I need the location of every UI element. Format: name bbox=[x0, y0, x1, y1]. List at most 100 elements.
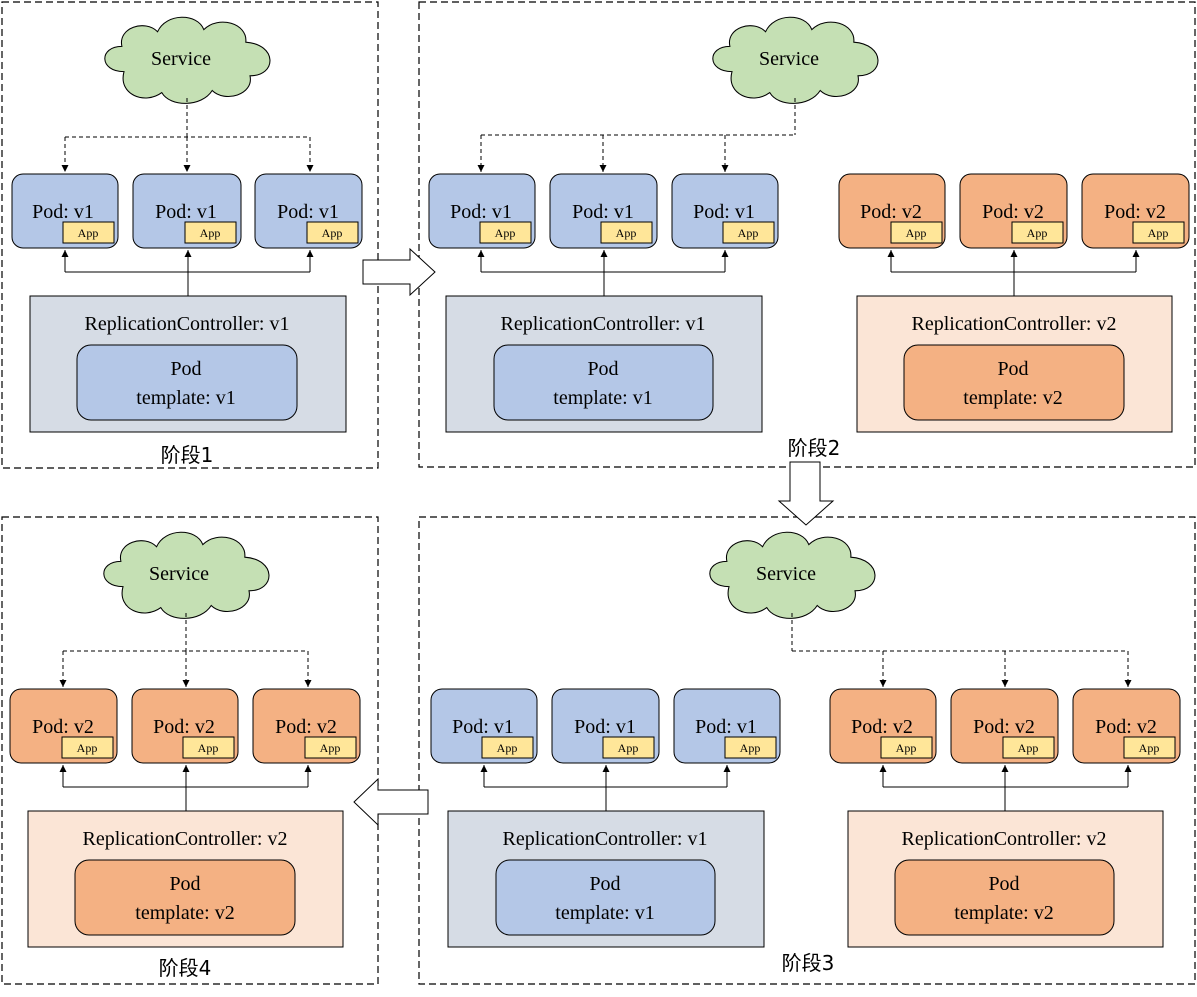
pod-box: Pod: v1 App bbox=[132, 173, 242, 249]
pod-label: Pod: v2 bbox=[860, 201, 922, 223]
stage-3: Service Pod: v1 App Pod: v1 App Pod: v1 … bbox=[430, 531, 1181, 975]
pod-template bbox=[903, 344, 1125, 421]
app-label: App bbox=[738, 226, 759, 240]
app-label: App bbox=[1139, 741, 1160, 755]
stage-label: 阶段2 bbox=[788, 436, 841, 460]
app-label: App bbox=[200, 226, 221, 240]
pod-template-title: Pod bbox=[170, 358, 201, 380]
app-badge bbox=[182, 736, 235, 759]
app-badge bbox=[1123, 736, 1176, 759]
pod-label: Pod: v1 bbox=[452, 716, 514, 738]
service-label: Service bbox=[756, 563, 816, 585]
pod-label: Pod: v2 bbox=[1095, 716, 1157, 738]
pod-box: Pod: v2 App bbox=[1081, 173, 1190, 249]
app-badge bbox=[306, 221, 359, 244]
rc-label: ReplicationController: v2 bbox=[83, 828, 288, 850]
pod-label: Pod: v2 bbox=[973, 716, 1035, 738]
pod-box: Pod: v1 App bbox=[430, 688, 538, 764]
pod-label: Pod: v1 bbox=[574, 716, 636, 738]
app-badge bbox=[304, 736, 357, 759]
pod-box: Pod: v2 App bbox=[1072, 688, 1181, 764]
app-badge bbox=[1011, 221, 1064, 244]
app-label: App bbox=[740, 741, 761, 755]
pod-label: Pod: v2 bbox=[153, 716, 215, 738]
app-label: App bbox=[1148, 226, 1169, 240]
service-cloud: Service bbox=[709, 531, 876, 619]
pod-box: Pod: v1 App bbox=[671, 173, 779, 249]
rc-label: ReplicationController: v2 bbox=[912, 313, 1117, 335]
replication-controller: ReplicationController: v2 Pod template: … bbox=[847, 810, 1164, 948]
pod-template-version: template: v2 bbox=[963, 387, 1062, 409]
pod-box: Pod: v2 App bbox=[950, 688, 1059, 764]
app-badge bbox=[62, 221, 115, 244]
pod-template-title: Pod bbox=[997, 358, 1028, 380]
app-label: App bbox=[198, 741, 219, 755]
app-label: App bbox=[78, 226, 99, 240]
pod-template bbox=[74, 859, 296, 936]
rc-label: ReplicationController: v1 bbox=[85, 313, 290, 335]
stage-label: 阶段4 bbox=[159, 956, 212, 980]
pod-template bbox=[894, 859, 1115, 936]
app-label: App bbox=[497, 741, 518, 755]
app-badge bbox=[890, 221, 943, 244]
pod-template-version: template: v1 bbox=[555, 902, 654, 924]
app-badge bbox=[61, 736, 114, 759]
service-cloud: Service bbox=[712, 16, 879, 104]
pod-template bbox=[495, 859, 716, 936]
replication-controller: ReplicationController: v1 Pod template: … bbox=[447, 810, 765, 948]
pod-box: Pod: v2 App bbox=[252, 688, 361, 764]
app-badge bbox=[724, 736, 777, 759]
app-label: App bbox=[616, 226, 637, 240]
pod-box: Pod: v2 App bbox=[131, 688, 239, 764]
pod-template-version: template: v2 bbox=[954, 902, 1053, 924]
pod-label: Pod: v1 bbox=[450, 201, 512, 223]
stage-4-frame bbox=[1, 516, 379, 985]
pod-label: Pod: v1 bbox=[695, 716, 757, 738]
app-label: App bbox=[1027, 226, 1048, 240]
pod-label: Pod: v1 bbox=[32, 201, 94, 223]
transition-arrow-down bbox=[777, 461, 835, 526]
app-badge bbox=[479, 221, 532, 244]
pod-label: Pod: v1 bbox=[693, 201, 755, 223]
pod-template-title: Pod bbox=[587, 358, 618, 380]
service-label: Service bbox=[759, 48, 819, 70]
service-cloud: Service bbox=[103, 531, 270, 619]
app-label: App bbox=[618, 741, 639, 755]
app-label: App bbox=[77, 741, 98, 755]
rc-label: ReplicationController: v1 bbox=[503, 828, 708, 850]
app-label: App bbox=[495, 226, 516, 240]
stage-4: Service Pod: v2 App Pod: v2 App Pod: v2 … bbox=[9, 531, 361, 980]
pod-box: Pod: v2 App bbox=[829, 688, 937, 764]
app-badge bbox=[1132, 221, 1185, 244]
transition-arrow-left bbox=[353, 777, 429, 827]
replication-controller: ReplicationController: v1 Pod template: … bbox=[29, 295, 347, 433]
rc-label: ReplicationController: v1 bbox=[501, 313, 706, 335]
pod-box: Pod: v2 App bbox=[9, 688, 118, 764]
pod-box: Pod: v1 App bbox=[428, 173, 536, 249]
pod-label: Pod: v1 bbox=[155, 201, 217, 223]
app-label: App bbox=[322, 226, 343, 240]
pod-template-version: template: v1 bbox=[136, 387, 235, 409]
app-badge bbox=[602, 736, 655, 759]
app-label: App bbox=[896, 741, 917, 755]
replication-controller: ReplicationController: v1 Pod template: … bbox=[445, 295, 763, 433]
pod-template bbox=[76, 344, 298, 421]
app-badge bbox=[880, 736, 933, 759]
app-label: App bbox=[320, 741, 341, 755]
app-label: App bbox=[1018, 741, 1039, 755]
pod-label: Pod: v1 bbox=[572, 201, 634, 223]
pod-label: Pod: v2 bbox=[982, 201, 1044, 223]
pod-template bbox=[493, 344, 714, 421]
stage-1: Service Pod: v1 App Pod: v1 App Pod: v1 … bbox=[11, 16, 363, 467]
app-badge bbox=[1002, 736, 1055, 759]
pod-box: Pod: v1 App bbox=[673, 688, 781, 764]
rc-label: ReplicationController: v2 bbox=[902, 828, 1107, 850]
replication-controller: ReplicationController: v2 Pod template: … bbox=[856, 295, 1173, 433]
service-label: Service bbox=[151, 48, 211, 70]
service-label: Service bbox=[149, 563, 209, 585]
pod-label: Pod: v2 bbox=[1104, 201, 1166, 223]
pod-label: Pod: v2 bbox=[32, 716, 94, 738]
pod-template-title: Pod bbox=[589, 873, 620, 895]
transition-arrow-right bbox=[362, 247, 436, 297]
